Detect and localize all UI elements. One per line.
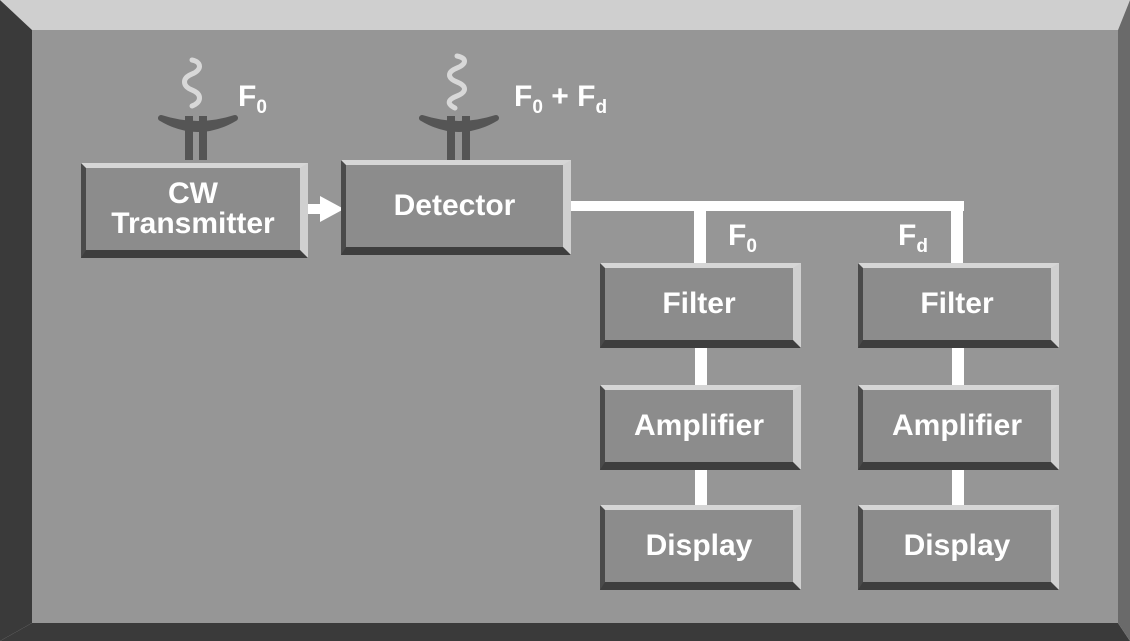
right-filter-amp-wire — [952, 342, 964, 390]
right-amp-display-wire — [952, 465, 964, 508]
receive-antenna-icon — [419, 53, 499, 160]
left-branch-frequency-label: F0 — [728, 219, 757, 258]
display-label-left: Display — [645, 529, 753, 562]
filter-block-right: Filter — [858, 263, 1059, 348]
receive-frequency-label: F0 + Fd — [514, 80, 608, 119]
left-filter-amp-wire — [695, 342, 707, 390]
right-branch-frequency-label: Fd — [898, 219, 928, 258]
left-branch-drop — [694, 201, 706, 265]
detector-label: Detector — [393, 189, 516, 222]
left-amp-display-wire — [695, 465, 707, 508]
display-block-right: Display — [858, 505, 1059, 590]
cw-transmitter-label: CW Transmitter — [111, 177, 275, 240]
transmit-antenna-icon — [158, 57, 238, 160]
display-label-right: Display — [903, 529, 1011, 562]
detector-block: Detector — [341, 160, 571, 255]
cw-transmitter-block: CW Transmitter — [81, 163, 308, 258]
display-block-left: Display — [600, 505, 801, 590]
right-branch-drop — [951, 201, 963, 265]
filter-block-left: Filter — [600, 263, 801, 348]
filter-label-left: Filter — [662, 287, 736, 320]
filter-label-right: Filter — [920, 287, 994, 320]
transmit-frequency-label: F0 — [238, 80, 267, 119]
amplifier-block-right: Amplifier — [858, 385, 1059, 470]
detector-output-wire — [568, 201, 964, 211]
amplifier-block-left: Amplifier — [600, 385, 801, 470]
amplifier-label-right: Amplifier — [891, 409, 1023, 442]
amplifier-label-left: Amplifier — [633, 409, 765, 442]
